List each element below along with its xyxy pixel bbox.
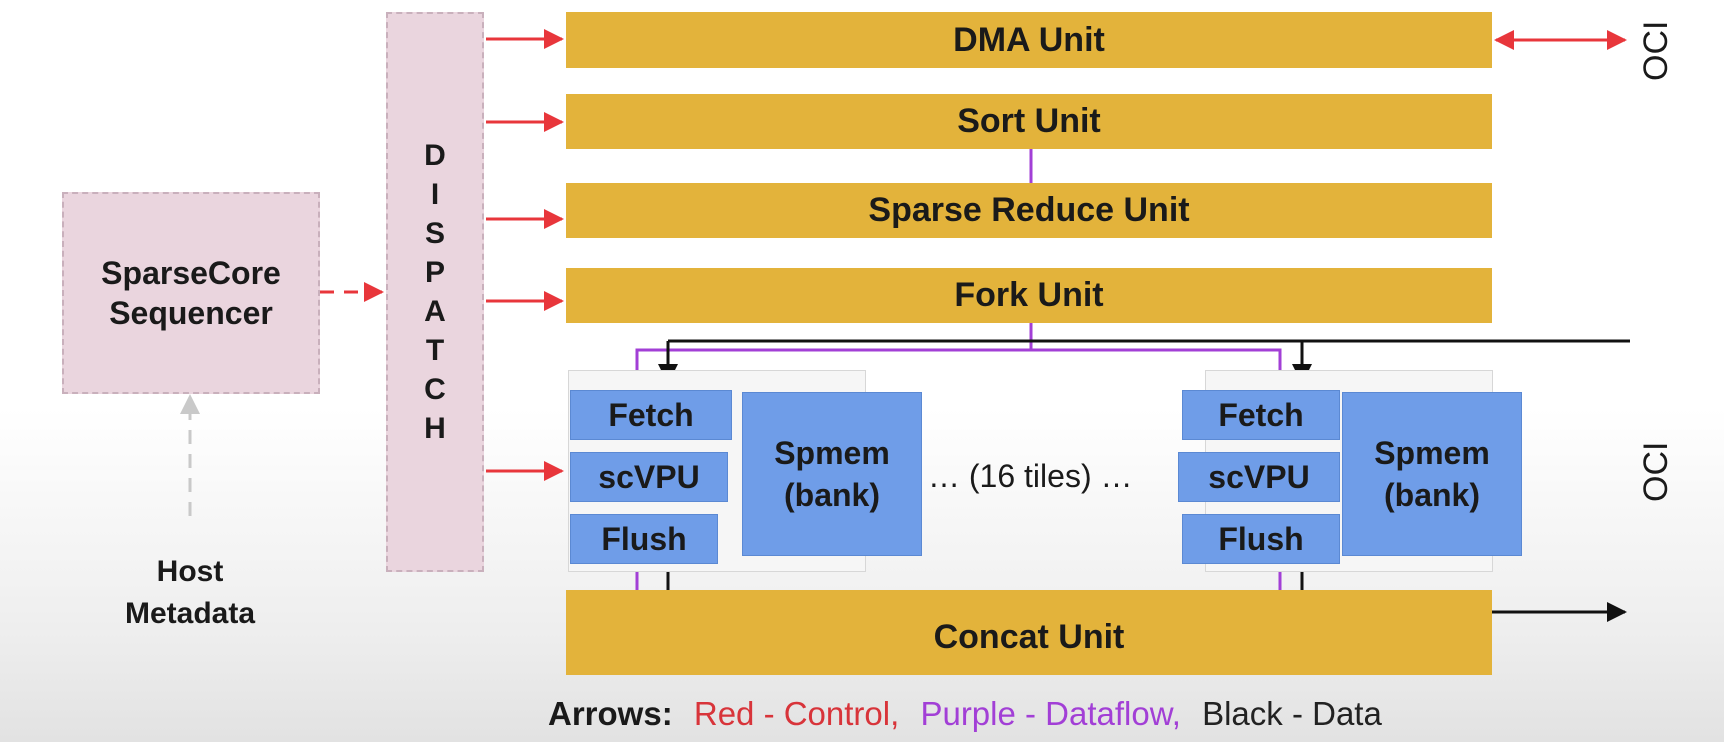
oci-top-label: OCI: [1637, 20, 1675, 81]
tile-right-spmem-line1: Spmem: [1374, 435, 1490, 471]
legend-prefix: Arrows:: [548, 695, 673, 732]
dma-unit: DMA Unit: [566, 12, 1492, 68]
sparse-reduce-unit: Sparse Reduce Unit: [566, 183, 1492, 238]
sequencer-line1: SparseCore: [101, 255, 281, 291]
concat-unit: Concat Unit: [566, 590, 1492, 675]
tile-left-spmem-line1: Spmem: [774, 435, 890, 471]
legend-control: Red - Control,: [693, 695, 900, 732]
tile-right-fetch: Fetch: [1182, 390, 1340, 440]
dispatch-letter: P: [424, 256, 445, 289]
dispatch-letter: C: [424, 373, 446, 406]
dispatch-letter: T: [425, 334, 445, 367]
sequencer-line2: Sequencer: [109, 295, 273, 331]
dispatch-letter: S: [424, 217, 445, 250]
sparsecore-sequencer: SparseCore Sequencer: [62, 192, 320, 394]
tile-right-scvpu: scVPU: [1178, 452, 1340, 502]
legend-data: Black - Data: [1202, 695, 1382, 732]
host-metadata-label: Host Metadata: [100, 551, 280, 635]
dispatch-letter: A: [424, 295, 446, 328]
fork-unit: Fork Unit: [566, 268, 1492, 323]
host-metadata-line2: Metadata: [124, 597, 256, 630]
tile-right-spmem: Spmem (bank): [1342, 392, 1522, 556]
tile-left-flush: Flush: [570, 514, 718, 564]
dispatch-letter: H: [424, 412, 446, 445]
tile-left-spmem-line2: (bank): [784, 477, 880, 513]
control-arrows: [320, 29, 1627, 481]
arrow-legend: Arrows: Red - Control, Purple - Dataflow…: [548, 695, 1382, 733]
legend-dataflow: Purple - Dataflow,: [920, 695, 1181, 732]
tile-left-fetch: Fetch: [570, 390, 732, 440]
tiles-count-label: … (16 tiles) …: [928, 458, 1133, 494]
host-metadata-line1: Host: [156, 555, 224, 588]
oci-mid-label: OCI: [1637, 441, 1675, 502]
tile-right-flush: Flush: [1182, 514, 1340, 564]
dispatch-letter: I: [430, 178, 440, 211]
sort-unit: Sort Unit: [566, 94, 1492, 149]
tile-left-scvpu: scVPU: [570, 452, 728, 502]
dispatch-letter: D: [424, 139, 446, 172]
tile-right-spmem-line2: (bank): [1384, 477, 1480, 513]
tile-left-spmem: Spmem (bank): [742, 392, 922, 556]
